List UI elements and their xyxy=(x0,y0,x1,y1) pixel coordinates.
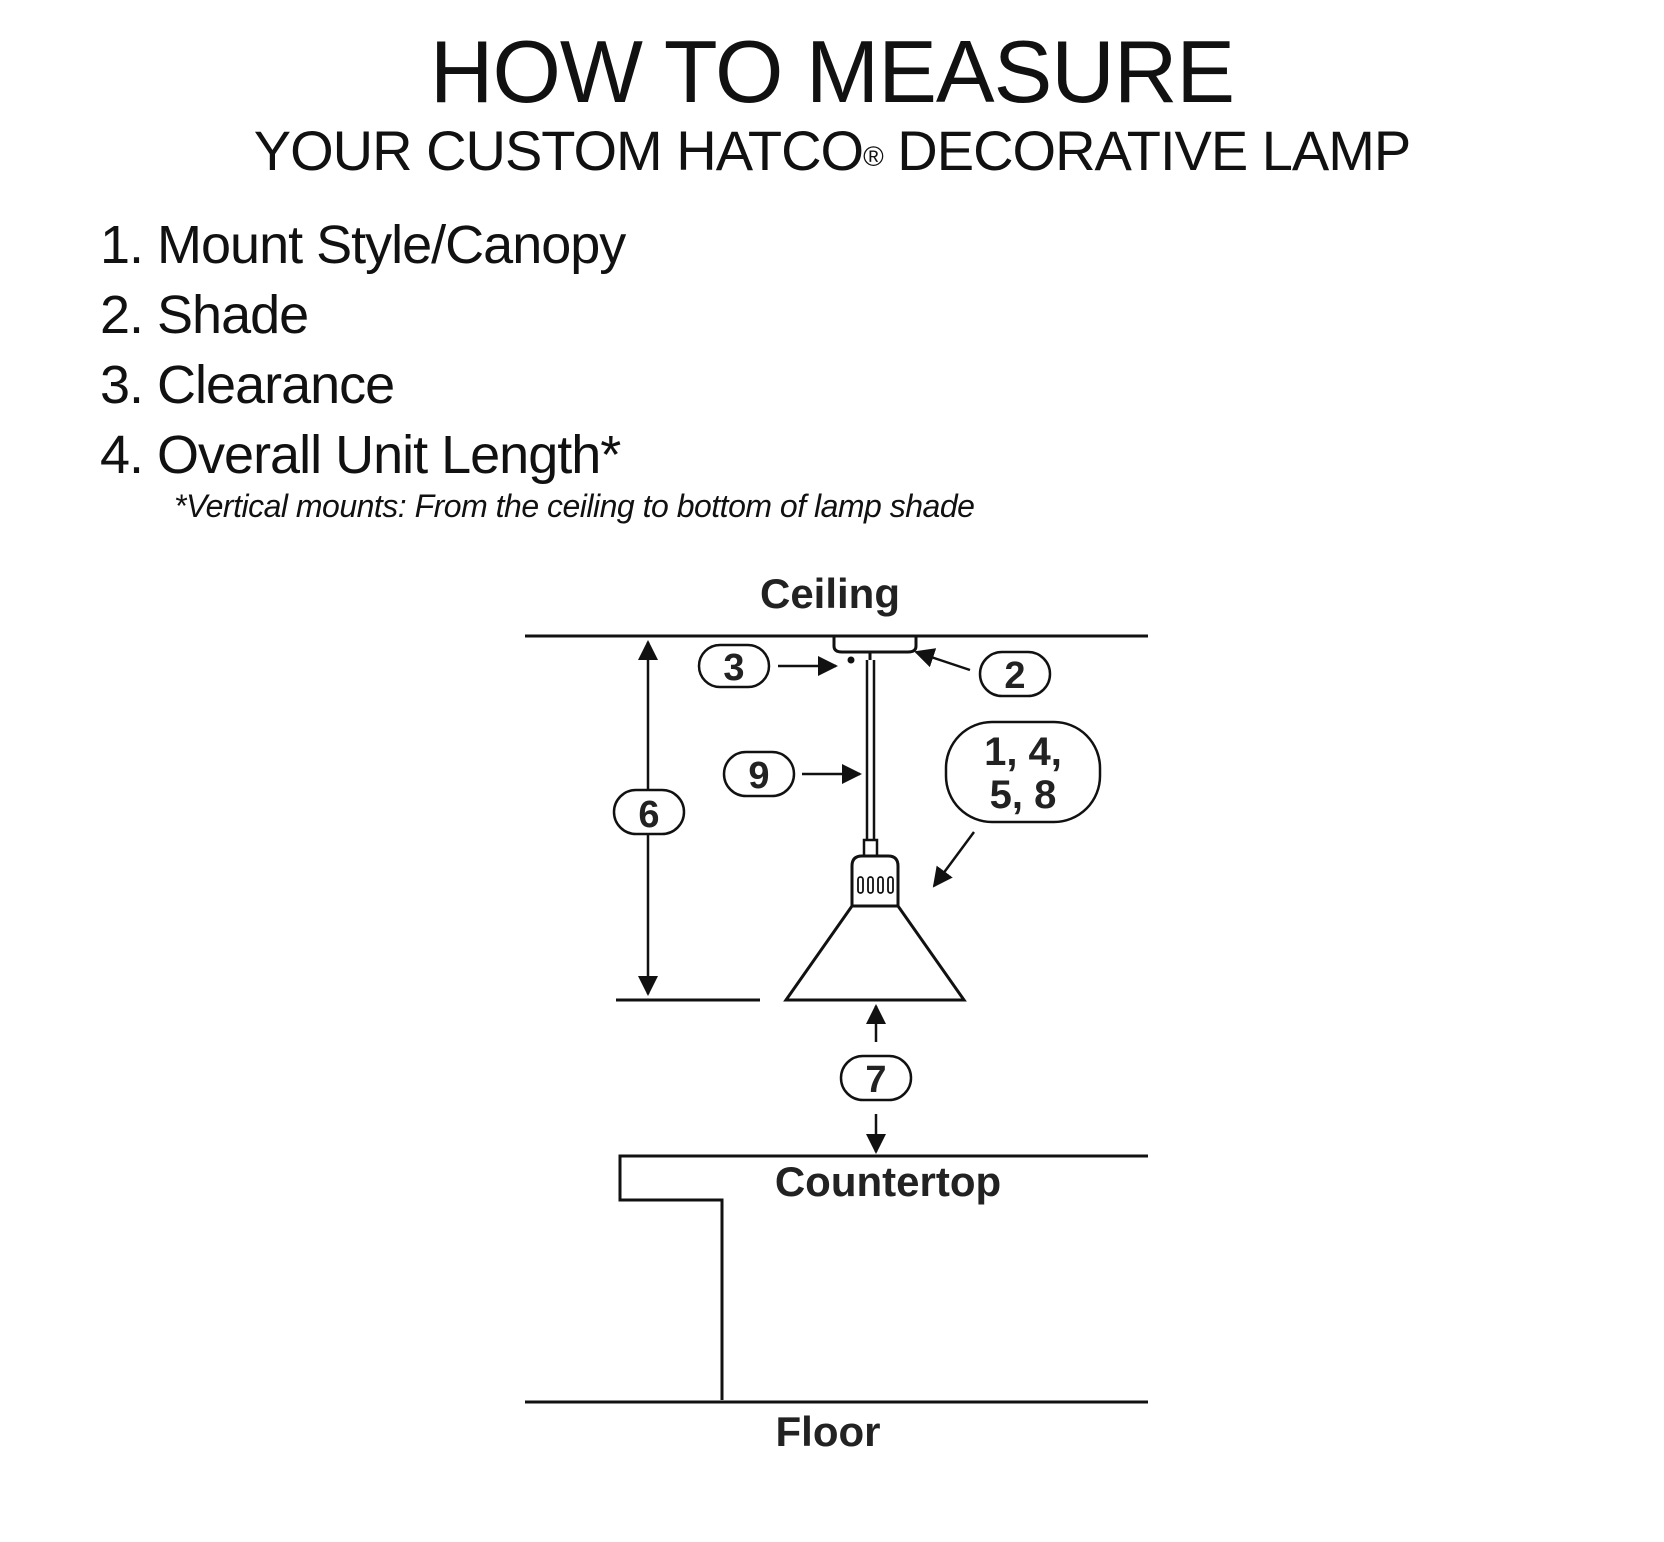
callout-1458-arrow xyxy=(932,831,976,888)
callout-9-bubble xyxy=(722,750,796,798)
subtitle-text: YOUR CUSTOM HATCO xyxy=(253,119,864,182)
countertop-outline xyxy=(618,1154,1148,1400)
callout-3-bubble xyxy=(697,643,771,689)
callout-2-bubble xyxy=(978,650,1052,698)
callout-7-bubble xyxy=(839,1054,913,1102)
callout-6-bubble xyxy=(612,788,686,836)
callout-1458-bubble xyxy=(944,720,1102,824)
countertop-label: Countertop xyxy=(775,1158,1001,1205)
vent-slot xyxy=(887,876,894,894)
cord-grip xyxy=(862,838,879,858)
vertical-mount-footnote: *Vertical mounts: From the ceiling to bo… xyxy=(174,488,975,524)
step-shade: 2. Shade xyxy=(100,285,309,345)
lamp-shade xyxy=(783,904,967,1002)
page-subtitle: YOUR CUSTOM HATCO® DECORATIVE LAMP xyxy=(0,118,1664,184)
callout-2-arrow xyxy=(914,648,971,672)
callout-9-label: 9 xyxy=(748,755,769,797)
callout-1458-line1: 1, 4, xyxy=(984,730,1062,774)
callout-6-label: 6 xyxy=(638,794,659,836)
floor-label: Floor xyxy=(776,1408,881,1455)
page-title: HOW TO MEASURE xyxy=(429,22,1235,121)
callout-1458-line2: 5, 8 xyxy=(990,773,1057,817)
vent-slot xyxy=(857,876,864,894)
callout-3-label: 3 xyxy=(723,647,744,689)
registered-mark: ® xyxy=(863,141,884,172)
mount-screw xyxy=(847,656,855,664)
step-clearance: 3. Clearance xyxy=(100,355,395,415)
vent-slot xyxy=(867,876,874,894)
callout-7-label: 7 xyxy=(865,1059,886,1101)
canopy xyxy=(832,636,918,654)
vent-slot xyxy=(877,876,884,894)
lamp-housing xyxy=(850,854,900,906)
callout-2-label: 2 xyxy=(1004,655,1025,697)
step-overall-length: 4. Overall Unit Length* xyxy=(100,425,621,485)
subtitle-tail: DECORATIVE LAMP xyxy=(882,119,1411,182)
step-mount-style: 1. Mount Style/Canopy xyxy=(100,215,626,275)
measurement-steps-list: 1. Mount Style/Canopy 2. Shade 3. Cleara… xyxy=(100,210,626,490)
ceiling-label: Ceiling xyxy=(760,570,900,617)
